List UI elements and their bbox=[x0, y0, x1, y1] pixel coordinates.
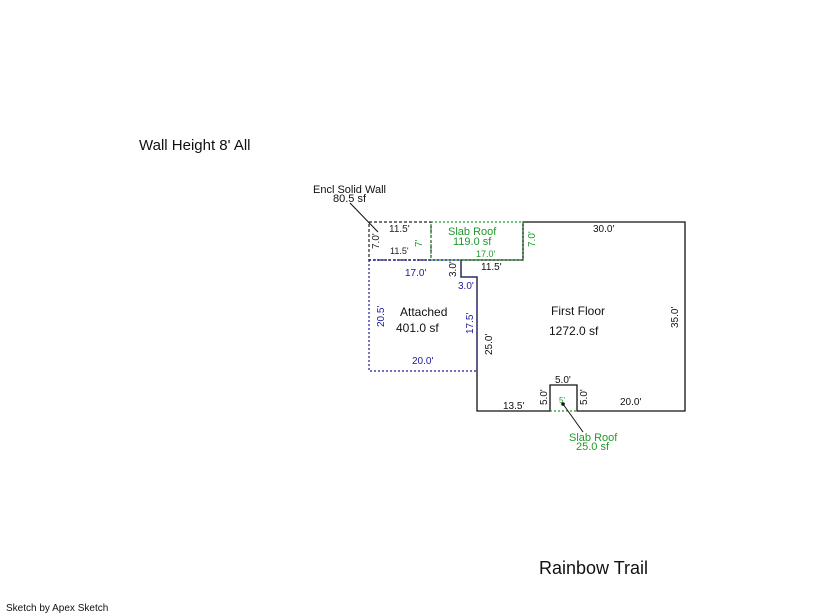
slab-roof-bottom-name: Slab Roof bbox=[569, 432, 618, 444]
slab-roof-top-area: 119.0 sf bbox=[453, 236, 492, 248]
sketch-credit: Sketch by Apex Sketch bbox=[6, 603, 109, 614]
first-floor-area: 1272.0 sf bbox=[549, 324, 599, 338]
slab-roof-bottom-area: 25.0 sf bbox=[576, 441, 610, 453]
dim-ff-right: 35.0' bbox=[670, 307, 681, 328]
dim-ff-top: 30.0' bbox=[593, 224, 614, 235]
attached-name: Attached bbox=[400, 305, 447, 319]
notch-leader-line bbox=[562, 403, 584, 433]
encl-area-name: Encl Solid Wall bbox=[313, 184, 386, 196]
dim-slab-top-left: 7' bbox=[414, 239, 425, 247]
dim-notch-left: 5.0' bbox=[539, 389, 550, 405]
slab-roof-top-outline bbox=[430, 221, 524, 261]
dim-att-left: 20.5' bbox=[376, 306, 387, 327]
dim-notch-right: 5.0' bbox=[579, 389, 590, 405]
dim-notch-top: 5.0' bbox=[555, 375, 571, 386]
dim-slab-top-bottom: 17.0' bbox=[476, 249, 496, 259]
property-title: Rainbow Trail bbox=[539, 558, 649, 578]
dim-ff-left: 25.0' bbox=[484, 334, 495, 355]
dim-att-top: 17.0' bbox=[405, 268, 426, 279]
encl-leader-line bbox=[349, 202, 379, 233]
dim-ff-step-top: 11.5' bbox=[481, 262, 502, 273]
first-floor-name: First Floor bbox=[551, 304, 605, 318]
attached-area: 401.0 sf bbox=[396, 321, 439, 335]
dim-encl-inner: 11.5' bbox=[390, 246, 409, 256]
slab-roof-top-name: Slab Roof bbox=[448, 226, 497, 238]
wall-height-note: Wall Height 8' All bbox=[139, 137, 251, 154]
encl-area-value: 80.5 sf bbox=[333, 193, 367, 205]
dim-att-bottom: 20.0' bbox=[412, 356, 433, 367]
dim-ff-bottom-left: 13.5' bbox=[503, 401, 524, 412]
dim-slab-top-right: 7.0' bbox=[527, 231, 538, 247]
dim-ff-step-bottom: 3.0' bbox=[458, 281, 474, 292]
dim-notch-bottom: 5' bbox=[559, 396, 565, 405]
dim-encl-top: 11.5' bbox=[389, 224, 410, 235]
dim-ff-bottom-right: 20.0' bbox=[620, 397, 641, 408]
notch-marker-dot bbox=[561, 402, 565, 406]
dim-ff-step-left: 3.0' bbox=[448, 261, 459, 277]
dim-encl-left: 7.0' bbox=[371, 233, 382, 249]
dim-att-right: 17.5' bbox=[465, 313, 476, 334]
